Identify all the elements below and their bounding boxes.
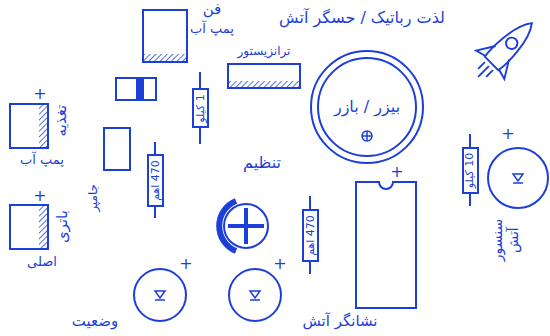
diode-mark	[513, 182, 523, 184]
part-label: پمپ آب	[20, 153, 64, 168]
buzzer-ring	[318, 58, 416, 156]
connector-hatch	[39, 206, 47, 248]
part-label: پمپ آب	[190, 22, 234, 37]
potentiometer-body	[224, 204, 268, 248]
resistor-value: 10 کیلو	[465, 152, 476, 187]
rocket-fin	[476, 39, 495, 58]
jumper-outline	[104, 128, 130, 170]
part-label: وضعیت	[72, 313, 118, 330]
part-label: فن	[203, 1, 222, 18]
buzzer-ring	[311, 51, 423, 163]
resistor-value: 470 اهم	[305, 215, 316, 256]
part-label: بیزر / بازر	[334, 98, 400, 116]
diode-mark	[513, 174, 523, 181]
part-label: اصلی	[27, 255, 57, 270]
rocket-fin	[497, 59, 516, 78]
transistor-outline	[228, 64, 300, 88]
polarity-mark: +	[390, 163, 403, 181]
part-label: تنظیم	[243, 154, 281, 172]
potentiometer-cross	[228, 224, 264, 228]
diode-mark	[250, 299, 260, 301]
rocket-icon	[464, 9, 546, 91]
resistor-symbol: 1 کیلو	[192, 88, 209, 128]
power-connector	[10, 104, 48, 148]
rocket-flame	[478, 62, 485, 69]
battery-connector	[10, 205, 48, 249]
part-label: ترانزیستور	[238, 45, 291, 59]
fan-connector	[143, 10, 187, 62]
polarity-mark: +	[501, 125, 514, 143]
connector-hatch	[144, 54, 186, 61]
polarity-symbol	[362, 131, 372, 141]
resistor-value: 1 کیلو	[195, 94, 206, 122]
connector-hatch	[39, 105, 47, 147]
led-outline	[134, 269, 186, 321]
diode-mark	[155, 291, 165, 298]
resistor-symbol: 470 اهم	[302, 209, 319, 262]
rocket-body	[484, 16, 539, 71]
resistor-symbol: 10 کیلو	[462, 147, 479, 194]
buzzer-symbol: بیزر / بازر	[309, 49, 425, 165]
ic-outline	[356, 182, 416, 308]
rocket-flame	[486, 70, 493, 77]
polarity-mark: +	[273, 255, 286, 273]
polarity-mark: +	[179, 255, 192, 273]
board-title: لذت رباتیک / حسگر آتش	[279, 9, 445, 27]
led-outline	[229, 269, 281, 321]
part-label: سنسور آتش	[489, 215, 521, 265]
polarity-symbol	[362, 131, 372, 141]
part-label: باتری	[53, 211, 70, 244]
part-label: نشانگر آتش	[302, 313, 377, 330]
diode-symbol	[116, 78, 156, 100]
part-label: تغذیه	[53, 105, 70, 137]
diode-mark	[155, 299, 165, 301]
transistor-hatch	[229, 81, 299, 87]
resistor-value: 470 اهم	[150, 160, 161, 201]
polarity-mark: +	[33, 85, 46, 103]
diode-mark	[250, 291, 260, 298]
polarity-mark: +	[33, 187, 46, 205]
rocket-window	[504, 35, 520, 51]
resistor-symbol: 470 اهم	[147, 154, 164, 207]
part-label: جامپر	[87, 184, 101, 212]
diode-band	[136, 78, 144, 100]
sensor-outline	[488, 148, 548, 208]
